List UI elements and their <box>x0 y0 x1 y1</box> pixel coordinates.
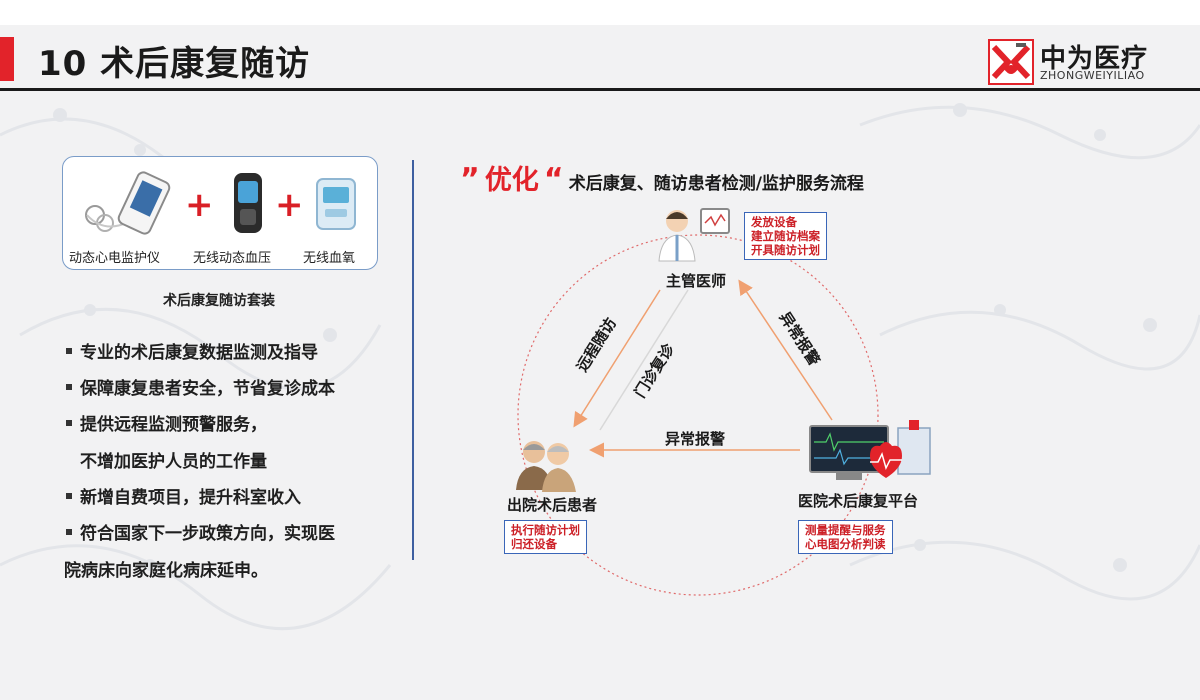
bullet-text: 保障康复患者安全，节省复诊成本 <box>80 379 335 399</box>
bullet-marker <box>66 420 72 426</box>
bullet-text: 专业的术后康复数据监测及指导 <box>80 343 318 363</box>
task-text: 归还设备 <box>511 537 557 551</box>
page-title: 10 术后康复随访 <box>38 44 311 84</box>
heading-quote-open: ” <box>460 162 480 197</box>
platform-tasks-box: 测量提醒与服务 心电图分析判读 <box>798 520 893 554</box>
title-rule <box>0 88 1200 91</box>
cycle-circle <box>517 234 879 596</box>
task-text: 发放设备 <box>751 215 797 229</box>
bullet-text: 符合国家下一步政策方向，实现医 <box>80 524 335 544</box>
arrow-outpatient-revisit <box>599 289 689 431</box>
task-text: 开具随访计划 <box>751 243 820 257</box>
device-label: 无线血氧 <box>303 251 356 266</box>
kit-devices-box: + + 动态心电监护仪 无线动态血压 无线血氧 <box>62 156 378 270</box>
kit-caption: 术后康复随访套装 <box>163 293 275 309</box>
arrow-remote-followup <box>573 289 661 428</box>
section-divider <box>412 160 414 560</box>
bullet-marker <box>66 384 72 390</box>
bullet-marker <box>66 529 72 535</box>
device-label: 动态心电监护仪 <box>69 251 161 266</box>
patients-icon <box>516 441 576 492</box>
node-label-platform: 医院术后康复平台 <box>798 492 919 510</box>
node-label-doctor: 主管医师 <box>666 272 727 290</box>
plus-sign: + <box>275 185 304 225</box>
bullet-text: 提供远程监测预警服务， <box>80 415 267 435</box>
patient-tasks-box: 执行随访计划 归还设备 <box>504 520 587 554</box>
node-label-patient: 出院术后患者 <box>507 496 598 514</box>
benefit-bullet: 新增自费项目，提升科室收入 <box>66 483 301 508</box>
benefit-bullet: 专业的术后康复数据监测及指导 <box>66 338 318 363</box>
heading-text: 术后康复、随访患者检测/监护服务流程 <box>568 174 864 194</box>
arrow-alarm-to-doctor <box>738 279 833 421</box>
doctor-icon <box>658 208 730 262</box>
heading-emphasis: 优化 <box>484 165 539 196</box>
task-text: 测量提醒与服务 <box>805 523 886 537</box>
plus-sign: + <box>185 185 214 225</box>
heading-quote-close: “ <box>543 162 564 197</box>
bullet-marker <box>66 493 72 499</box>
hospital-platform-icon <box>809 420 931 480</box>
task-text: 心电图分析判读 <box>805 537 886 551</box>
bullet-continuation: 不增加医护人员的工作量 <box>80 452 267 472</box>
benefit-bullet: 提供远程监测预警服务， <box>66 410 267 435</box>
logo-mark-icon <box>988 39 1034 85</box>
bullet-marker <box>66 348 72 354</box>
logo-subtitle: ZHONGWEIYILIAO <box>1040 69 1145 82</box>
device-label: 无线动态血压 <box>193 251 272 266</box>
company-logo: 中为医疗 ZHONGWEIYILIAO <box>988 38 1188 86</box>
benefit-bullet: 符合国家下一步政策方向，实现医 <box>66 519 335 544</box>
bullet-continuation: 院病床向家庭化病床延申。 <box>64 561 268 581</box>
doctor-tasks-box: 发放设备 建立随访档案 开具随访计划 <box>744 212 827 260</box>
arrow-label-alarm-to-patient: 异常报警 <box>665 430 726 448</box>
task-text: 建立随访档案 <box>751 229 820 243</box>
oximeter-device-icon <box>316 178 356 230</box>
benefit-bullet: 保障康复患者安全，节省复诊成本 <box>66 374 335 399</box>
blood-pressure-device-icon <box>234 173 262 233</box>
bullet-text: 新增自费项目，提升科室收入 <box>80 488 301 508</box>
flow-heading: ” 优化 “ 术后康复、随访患者检测/监护服务流程 <box>460 158 864 197</box>
task-text: 执行随访计划 <box>511 523 580 537</box>
ecg-monitor-icon <box>85 171 171 235</box>
logo-name: 中为医疗 <box>1040 44 1149 74</box>
title-accent-bar <box>0 37 14 81</box>
top-band <box>0 0 1200 25</box>
